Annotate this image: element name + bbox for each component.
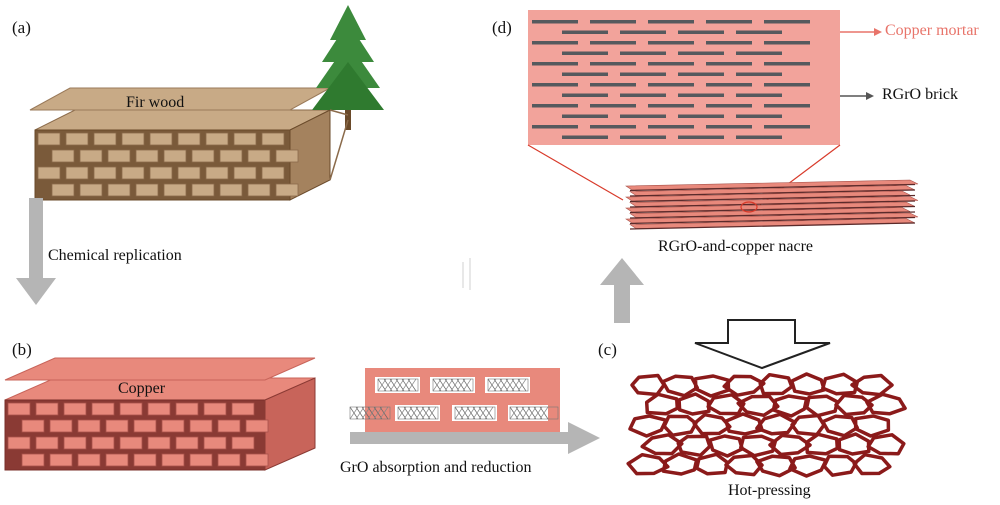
copper-label: Copper <box>118 380 166 397</box>
fir-wood-block <box>29 87 331 201</box>
hot-pressing-label: Hot-pressing <box>728 482 811 499</box>
panel-a-tag: (a) <box>12 18 31 37</box>
gro-absorption-inset <box>349 368 560 438</box>
panel-b-tag: (b) <box>12 340 32 359</box>
right-arrow-icon <box>350 422 600 454</box>
fir-wood-label: Fir wood <box>126 94 185 111</box>
down-arrow-icon <box>16 198 56 305</box>
panel-c-tag: (c) <box>598 340 617 359</box>
gro-absorption-label: GrO absorption and reduction <box>340 459 532 476</box>
mortar-pointer-icon <box>840 28 882 36</box>
rgro-brick-label: RGrO brick <box>882 86 958 103</box>
nacre-zoom-box <box>527 10 841 206</box>
nacre-label: RGrO-and-copper nacre <box>658 238 814 255</box>
nacre-stack <box>625 179 919 230</box>
press-arrow-icon <box>694 319 831 370</box>
chemical-replication-label: Chemical replication <box>48 247 182 264</box>
brick-pointer-icon <box>840 92 874 100</box>
panel-d-tag: (d) <box>492 18 512 37</box>
up-arrow-icon <box>600 258 644 323</box>
hot-pressed-network <box>626 372 907 478</box>
zoom-marker <box>740 201 758 213</box>
copper-block <box>4 357 316 471</box>
copper-mortar-label: Copper mortar <box>885 22 979 39</box>
fir-tree-icon <box>312 5 384 181</box>
